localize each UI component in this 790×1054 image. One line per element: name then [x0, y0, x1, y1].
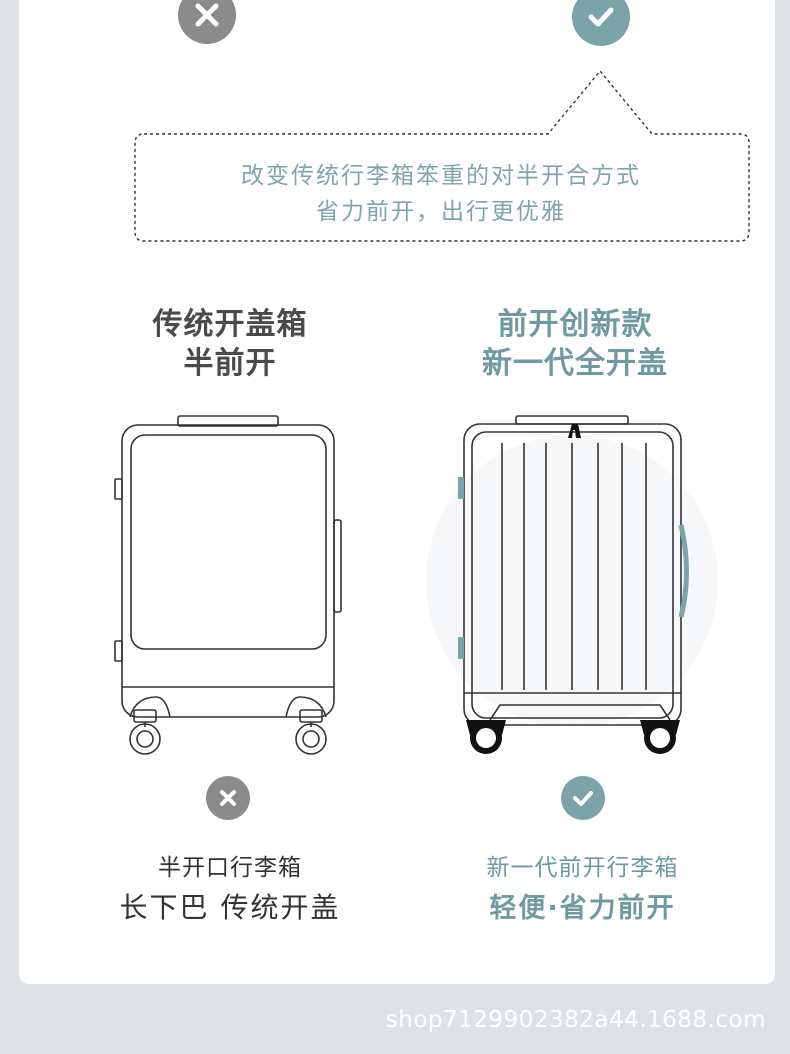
left-title-line-1: 传统开盖箱 — [152, 307, 308, 342]
callout-line-1: 改变传统行李箱笨重的对半开合方式 — [241, 163, 641, 189]
left-title-line-2: 半前开 — [183, 346, 277, 381]
x-icon — [206, 776, 250, 820]
half-open-suitcase-illustration — [114, 415, 342, 755]
front-open-suitcase-illustration — [426, 415, 718, 754]
shop-watermark: shop7129902382a44.1688.com — [385, 1007, 766, 1033]
right-title-line-1: 前开创新款 — [497, 307, 653, 342]
check-icon — [561, 776, 605, 820]
callout-line-2: 省力前开，出行更优雅 — [316, 199, 566, 225]
right-title-line-2: 新一代全开盖 — [482, 346, 668, 381]
callout-bubble — [134, 69, 750, 242]
check-icon — [572, 0, 630, 46]
right-caption-line-2: 轻便·省力前开 — [489, 893, 676, 924]
left-caption-line-2: 长下巴 传统开盖 — [119, 891, 341, 924]
right-caption-line-1: 新一代前开行李箱 — [486, 855, 679, 881]
left-caption-line-1: 半开口行李箱 — [158, 855, 302, 881]
